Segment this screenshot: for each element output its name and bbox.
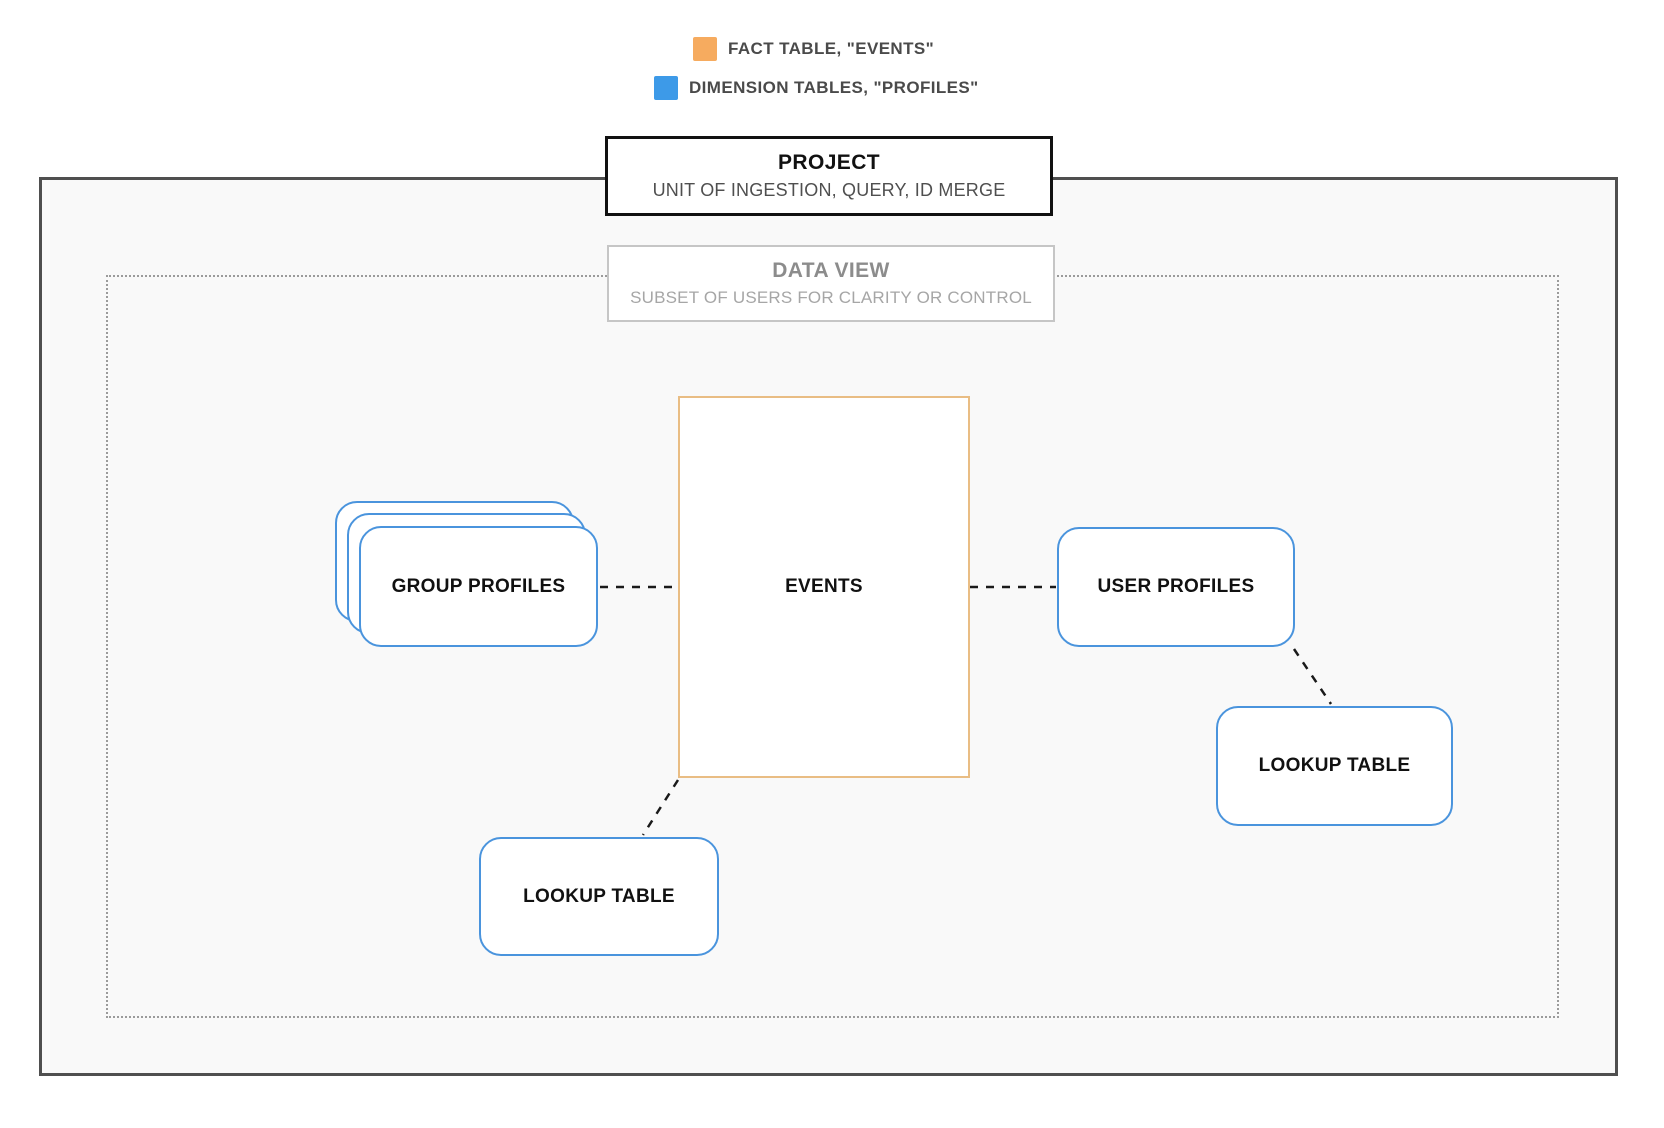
project-subtitle: UNIT OF INGESTION, QUERY, ID MERGE [652,180,1006,200]
events-label: EVENTS [785,576,863,597]
lookup-table-bottom-node: LOOKUP TABLE [479,837,719,956]
legend-label-dimension-tables: DIMENSION TABLES, "PROFILES" [689,78,979,97]
dimension-tables-swatch-icon [654,76,678,100]
data-view-subtitle: SUBSET OF USERS FOR CLARITY OR CONTROL [630,288,1032,307]
data-view-header-box: DATA VIEW SUBSET OF USERS FOR CLARITY OR… [607,245,1055,322]
group-profiles-label: GROUP PROFILES [391,575,566,597]
lookup-table-right-label: LOOKUP TABLE [1258,755,1411,776]
events-node: EVENTS [678,396,970,778]
lookup-table-bottom-label: LOOKUP TABLE [523,885,675,907]
legend-label-fact-table: FACT TABLE, "EVENTS" [728,39,935,58]
fact-table-swatch-icon [693,37,717,61]
lookup-table-right-node: LOOKUP TABLE [1216,706,1453,826]
project-header-box: PROJECT UNIT OF INGESTION, QUERY, ID MER… [605,136,1053,216]
user-profiles-label: USER PROFILES [1097,576,1255,597]
user-profiles-node: USER PROFILES [1057,527,1295,647]
group-profiles-node: GROUP PROFILES [359,526,598,647]
legend-item-fact-table: FACT TABLE, "EVENTS" [693,37,934,61]
legend-item-dimension-tables: DIMENSION TABLES, "PROFILES" [654,76,979,100]
data-view-title: DATA VIEW [772,259,890,282]
project-title: PROJECT [778,151,880,174]
